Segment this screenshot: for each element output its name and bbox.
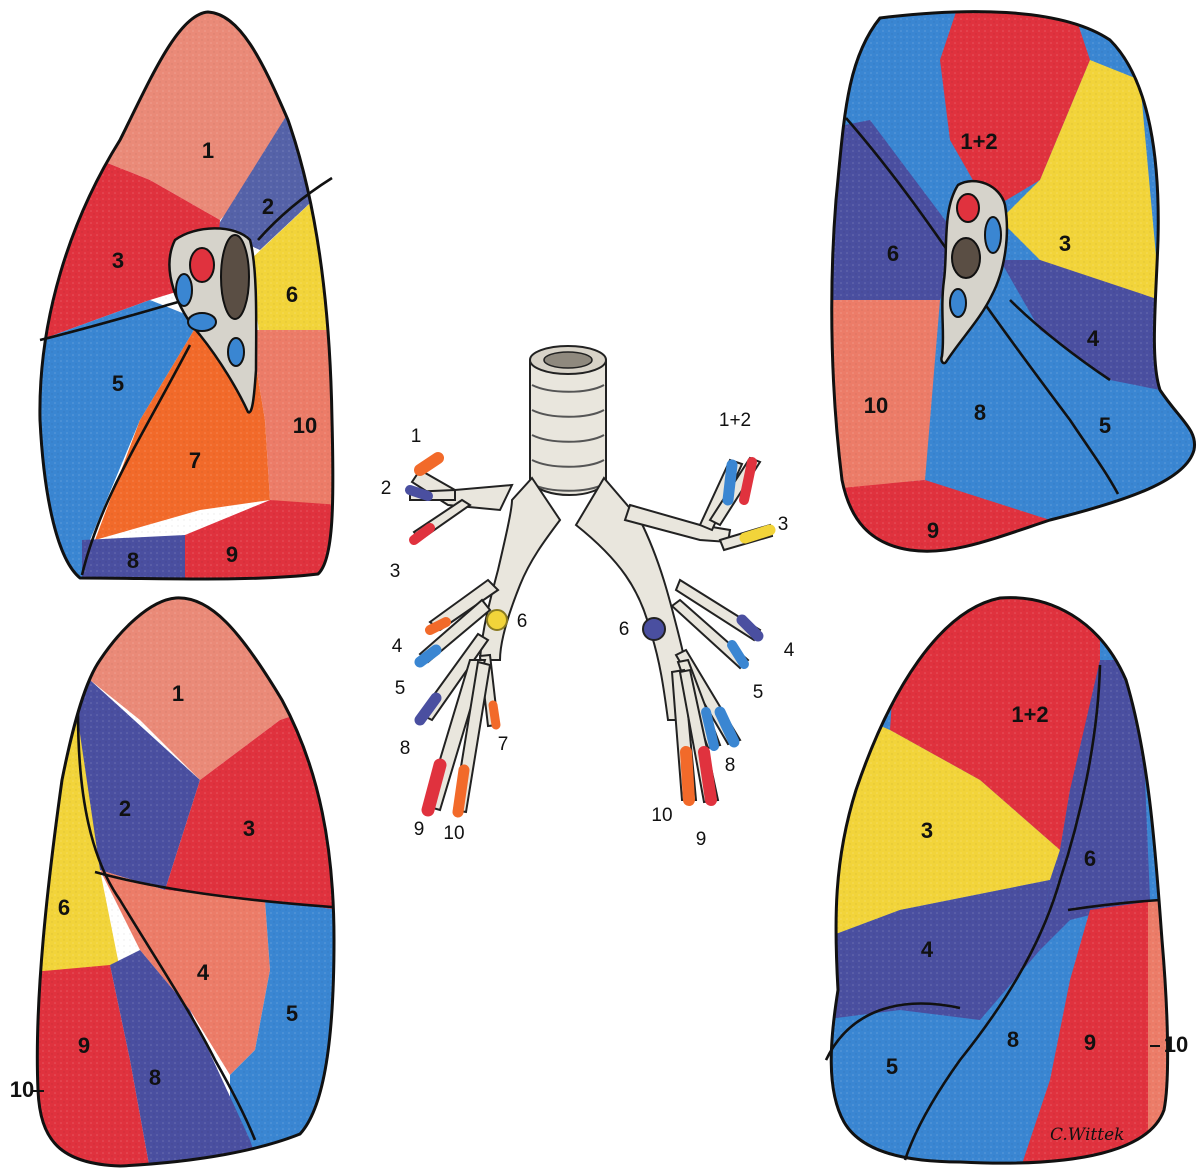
rl-label-5: 5 [286,1001,298,1026]
lm-label-10: 10 [864,393,888,418]
rl-label-2: 2 [119,796,131,821]
rm-label-3: 3 [112,248,124,273]
left-branch-3-tip [745,530,770,538]
rm-label-10: 10 [293,413,317,438]
tree-right-label-5: 5 [395,678,406,699]
bronchial-tree: 1 2 3 6 4 5 8 7 9 10 1+2 3 6 4 5 8 10 9 [381,346,795,850]
tree-right-label-6: 6 [517,611,528,632]
lm-label-3: 3 [1059,231,1071,256]
lm-label-1-2: 1+2 [960,129,997,154]
right-branch-7-tip [493,705,496,725]
tree-left-label-4: 4 [784,640,795,661]
rl-label-1: 1 [172,681,184,706]
rm-label-6: 6 [286,282,298,307]
ll-side-label-10: 10 [1164,1032,1188,1057]
tree-left-label-10: 10 [651,805,672,826]
tree-left-label-9: 9 [696,829,707,850]
tree-left-label-3: 3 [778,514,789,535]
lm-label-5: 5 [1099,413,1111,438]
right-branch-6-marker [487,610,507,630]
left-branch-6-marker [643,618,665,640]
tree-left-label-8: 8 [725,755,736,776]
rm-label-9: 9 [226,542,238,567]
rl-label-4: 4 [197,960,210,985]
artist-signature: C.Wittek [1050,1125,1124,1145]
tree-right-label-7: 7 [498,734,509,755]
ll-label-5: 5 [886,1054,898,1079]
tree-left-label-5: 5 [753,682,764,703]
ll-label-8: 8 [1007,1027,1019,1052]
tree-left-label-1-2: 1+2 [719,410,751,431]
tree-right-label-9: 9 [414,819,425,840]
tree-right-label-4: 4 [392,636,403,657]
ll-label-4: 4 [921,937,934,962]
left-branch-1-2-tip-a [728,465,732,500]
lm-label-8: 8 [974,400,986,425]
right-branch-1-tip [420,458,438,470]
tree-right-label-3: 3 [390,561,401,582]
ll-label-1-2: 1+2 [1011,702,1048,727]
rl-side-label-10: 10 [10,1077,34,1102]
tree-left-label-6: 6 [619,619,630,640]
right-branch-2-tip [410,490,428,496]
right-branch-10-tip [458,770,464,812]
rm-label-7: 7 [189,448,201,473]
left-branch-9-tip [704,752,711,800]
lm-label-6: 6 [887,241,899,266]
tree-right-label-1: 1 [411,426,422,447]
tree-right-label-8: 8 [400,738,411,759]
rm-label-5: 5 [112,371,124,396]
lm-label-4: 4 [1087,326,1100,351]
rl-label-9: 9 [78,1033,90,1058]
lm-label-9: 9 [927,518,939,543]
ll-label-6: 6 [1084,846,1096,871]
left-branch-8-tip [720,712,734,742]
rm-label-8: 8 [127,548,139,573]
rl-label-6: 6 [58,895,70,920]
ll-label-3: 3 [921,818,933,843]
left-lung-lateral-view [820,580,1200,1171]
left-branch-10-tip [686,752,689,800]
tree-right-label-2: 2 [381,478,392,499]
rm-label-2: 2 [262,194,274,219]
rl-label-8: 8 [149,1065,161,1090]
tree-right-label-10: 10 [443,823,464,844]
rl-label-3: 3 [243,816,255,841]
ll-label-9: 9 [1084,1030,1096,1055]
rm-label-1: 1 [202,138,214,163]
